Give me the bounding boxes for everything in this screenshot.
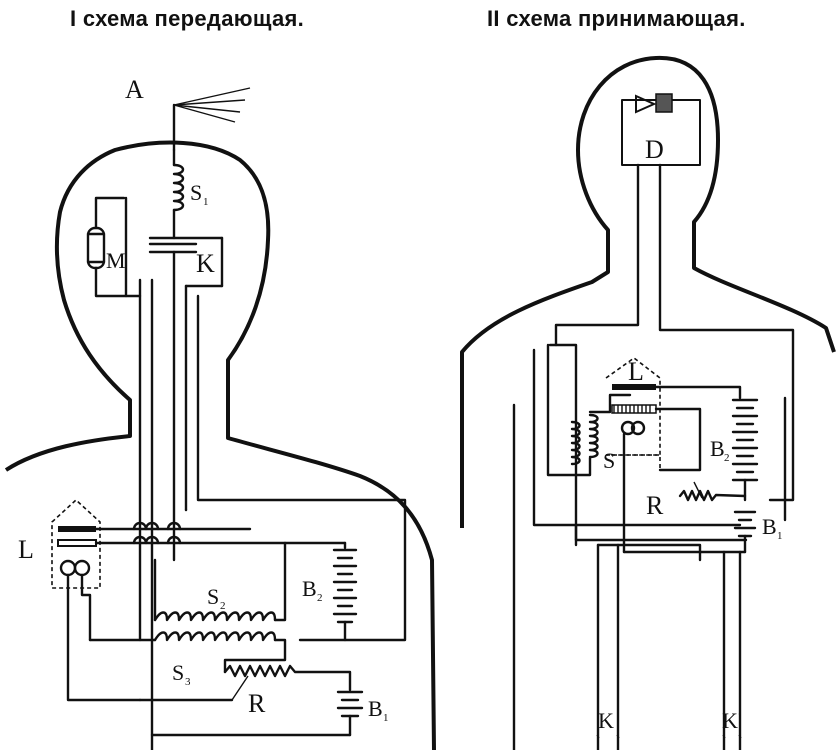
rheostat-r: R bbox=[138, 664, 352, 718]
label-electrode-k-prime: K' bbox=[722, 708, 742, 733]
label-rheostat-r: R bbox=[248, 689, 266, 718]
capacitor-k: K bbox=[148, 236, 224, 562]
detector-d: D bbox=[554, 93, 795, 502]
coil-s3-circuit: S 3 bbox=[88, 638, 287, 688]
label-coil-s2: S bbox=[207, 584, 219, 609]
coil-s1: S 1 bbox=[172, 148, 209, 240]
label-detector-d: D bbox=[645, 135, 664, 164]
label-battery-b2-receiver: B bbox=[710, 436, 725, 461]
label-capacitor-k: K bbox=[196, 249, 215, 278]
coil-s2: S 2 bbox=[153, 541, 287, 642]
label-rheostat-r-receiver: R bbox=[646, 491, 664, 520]
battery-b2-receiver: B 2 bbox=[710, 398, 759, 502]
title-receiving-scheme: II схема принимающая. bbox=[487, 6, 746, 31]
label-battery-b1: B bbox=[368, 696, 383, 721]
label-battery-b2-sub: 2 bbox=[317, 592, 323, 604]
label-antenna-a: A bbox=[125, 75, 144, 104]
label-coil-s1: S bbox=[190, 180, 202, 205]
transmitting-scheme: A S 1 K bbox=[4, 75, 436, 750]
lamp-l-receiver: L bbox=[605, 357, 742, 554]
antenna: A bbox=[125, 75, 251, 152]
leg-electrodes: K K' bbox=[574, 538, 742, 750]
lamp-l: L bbox=[18, 498, 347, 702]
label-lamp-l: L bbox=[18, 535, 34, 564]
label-battery-b1-receiver-sub: 1 bbox=[777, 530, 783, 542]
left-body-outline bbox=[4, 140, 436, 750]
label-battery-b2: B bbox=[302, 576, 317, 601]
battery-b1-left: B 1 bbox=[150, 690, 389, 737]
wire-crossings bbox=[132, 521, 182, 545]
rheostat-r-receiver: R bbox=[646, 481, 747, 520]
label-battery-b2-receiver-sub: 2 bbox=[724, 452, 730, 464]
label-battery-b1-sub: 1 bbox=[383, 712, 389, 724]
label-electrode-k: K bbox=[598, 708, 614, 733]
battery-b2: B 2 bbox=[302, 541, 358, 642]
microphone-m: M bbox=[86, 196, 154, 750]
label-coil-s3-sub: 3 bbox=[185, 676, 191, 688]
label-battery-b1-receiver: B bbox=[762, 514, 777, 539]
right-body-outline bbox=[460, 55, 836, 528]
label-coil-s2-sub: 2 bbox=[220, 600, 226, 612]
title-transmitting-scheme: I схема передающая. bbox=[70, 6, 305, 31]
label-lamp-l-receiver: L bbox=[628, 357, 644, 386]
receiving-scheme: D S L bbox=[460, 55, 836, 750]
label-coil-s1-sub: 1 bbox=[203, 196, 209, 208]
label-coil-s: S bbox=[603, 448, 615, 473]
label-microphone-m: M bbox=[106, 248, 126, 273]
label-coil-s3: S bbox=[172, 660, 184, 685]
